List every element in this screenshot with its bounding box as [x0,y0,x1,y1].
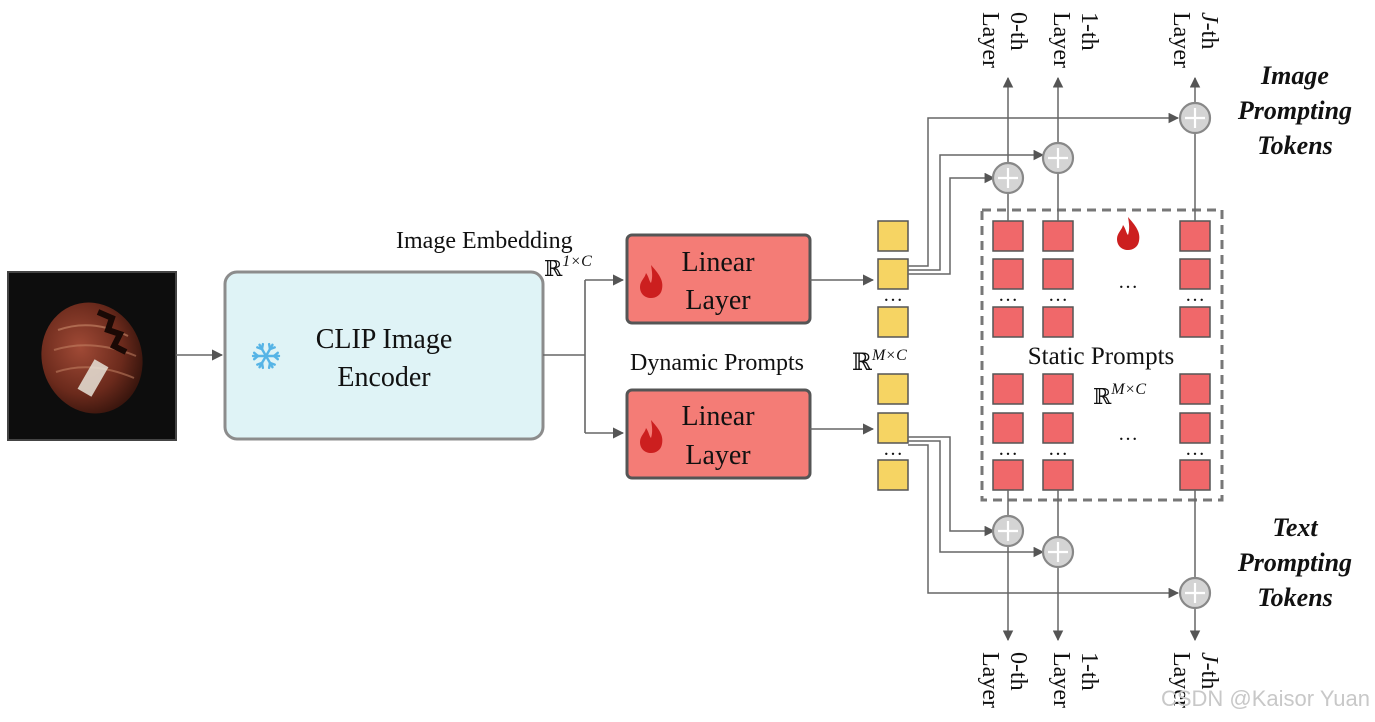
svg-text:Image: Image [1260,61,1329,90]
flame-icon [1117,217,1140,250]
static-prompt-cell [992,306,1024,338]
static-prompt-cell [992,220,1024,252]
dots: … [1118,271,1138,293]
dots: … [1118,423,1138,445]
static-prompt-cell [1042,459,1074,491]
flame-icon [640,420,663,453]
linear-top-line2: Layer [685,285,751,316]
image-layer-labels: 0-th Layer 1-th Layer J-th Layer [977,12,1222,68]
dynamic-prompts-label: Dynamic Prompts [630,350,804,376]
static-prompts-dim: ℝM×C [1093,381,1146,409]
routing-line [908,149,1045,271]
svg-text:Tokens: Tokens [1257,131,1333,160]
static-prompt-cell [1042,220,1074,252]
circle-plus-icon [991,161,1025,195]
static-prompt-cell [1042,258,1074,290]
circle-plus-icon [1041,141,1075,175]
linear-layer-top: Linear Layer [625,233,812,325]
static-prompt-cell [992,459,1024,491]
encoder-label-line1: CLIP Image [316,324,453,355]
routing-line [908,440,1045,558]
static-prompt-cell [1179,220,1211,252]
layer0-top-word: Layer [977,12,1003,68]
encoder-branch-lines [543,274,625,439]
dots: … [998,438,1018,460]
linear-bottom-line1: Linear [681,401,755,432]
layer1-bottom-word: Layer [1048,652,1074,708]
routing-line [908,436,996,537]
static-prompt-cell [1042,306,1074,338]
hazelnut-photo [41,302,143,414]
layerJ-top-label: J-th [1196,12,1222,49]
routing-line [908,444,1180,599]
static-prompt-cell [992,412,1024,444]
snowflake-icon [251,342,281,370]
static-prompt-cell [992,258,1024,290]
layer0-bottom-label: 0-th [1005,652,1031,691]
static-prompt-cell [1179,258,1211,290]
combine-nodes [991,101,1212,610]
static-prompt-cell [1179,412,1211,444]
layer1-top-word: Layer [1048,12,1074,68]
layer0-bottom-word: Layer [977,652,1003,708]
circle-plus-icon [1041,535,1075,569]
dots: … [1185,438,1205,460]
circle-plus-icon [1178,576,1212,610]
linear-bottom-line2: Layer [685,440,751,471]
static-prompt-cell [1042,412,1074,444]
dots: … [1185,284,1205,306]
static-prompt-cell [1179,373,1211,405]
layerJ-top-word: Layer [1168,12,1194,68]
dots: … [1048,284,1068,306]
dots: … [883,284,903,306]
text-layer-labels: 0-th Layer 1-th Layer J-th Layer [977,652,1222,708]
routing-line [908,112,1180,267]
dynamic-prompt-tokens-bottom: … [877,373,909,491]
layerJ-bottom-word: Layer [1168,652,1194,708]
circle-plus-icon [1178,101,1212,135]
dynamic-prompt-tokens-top: … [877,220,909,338]
dots: … [1048,438,1068,460]
prompt-routing-lines [908,76,1201,642]
layerJ-bottom-label: J-th [1196,652,1222,689]
static-prompt-cell [1042,373,1074,405]
image-prompting-tokens-title: Image Prompting Tokens [1237,61,1352,160]
layer0-top-label: 0-th [1005,12,1031,51]
svg-text:Prompting: Prompting [1237,548,1352,577]
encoder-label-line2: Encoder [337,362,431,393]
layer1-bottom-label: 1-th [1076,652,1102,691]
static-prompts-label: Static Prompts [1028,343,1175,370]
static-prompts-group: … … … … … … … … Static Prompts ℝM×C [980,208,1224,502]
static-prompt-cell [1179,459,1211,491]
input-image [7,271,177,441]
image-embedding-dim: ℝ1×C [544,253,592,281]
svg-text:Tokens: Tokens [1257,583,1333,612]
dots: … [883,438,903,460]
linear-layer-bottom: Linear Layer [625,388,812,480]
dots: … [998,284,1018,306]
text-prompting-tokens-title: Text Prompting Tokens [1237,513,1352,612]
linear-top-line1: Linear [681,247,755,278]
image-embedding-label: Image Embedding [396,228,573,254]
svg-text:Prompting: Prompting [1237,96,1352,125]
static-prompt-cell [992,373,1024,405]
layer1-top-label: 1-th [1076,12,1102,51]
watermark: CSDN @Kaisor Yuan [1161,686,1370,711]
circle-plus-icon [991,514,1025,548]
static-prompt-cell [1179,306,1211,338]
routing-line [908,172,996,275]
flame-icon [640,265,663,298]
clip-image-encoder: CLIP Image Encoder [223,270,545,441]
svg-text:Text: Text [1272,513,1318,542]
dynamic-prompts-dim: ℝM×C [852,347,907,376]
